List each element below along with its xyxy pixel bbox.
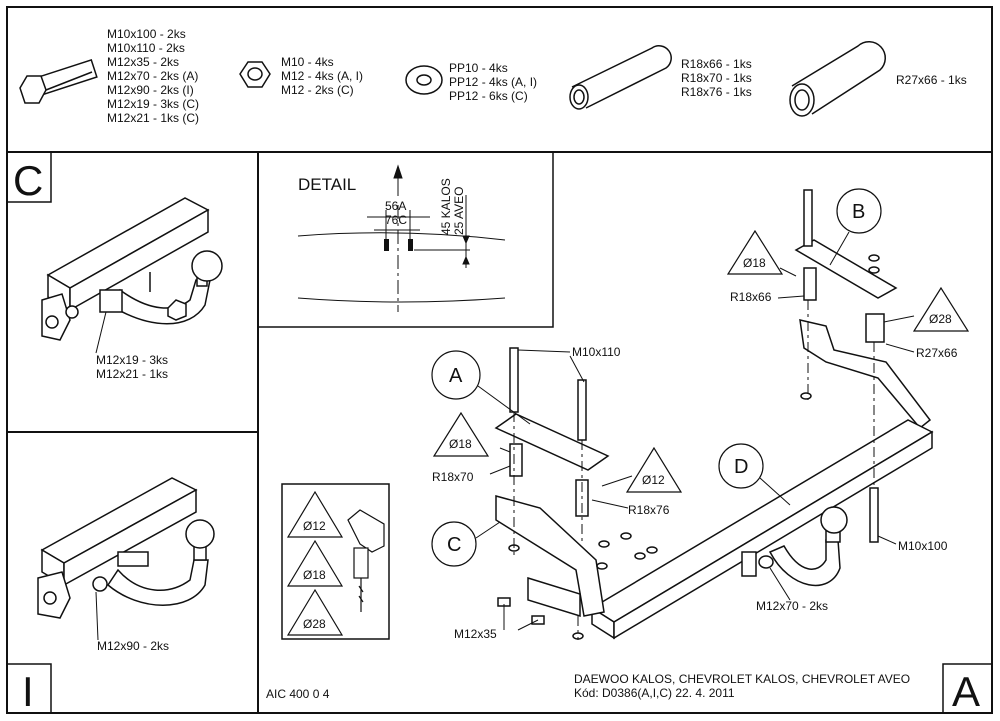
tow-bar-c-drawing [41,197,223,341]
panel-i-label: M12x90 - 2ks [97,639,169,653]
sleeve-list-item: R18x76 - 1ks [681,85,752,99]
small-sleeve-icon [569,45,672,110]
panel-c-label: M12x19 - 3ks [96,353,168,367]
panel-c-leader [95,311,107,354]
detail-dim-76c: 76C [385,213,407,227]
hole-size-label: Ø28 [929,312,952,326]
bolt-list-item: M10x100 - 2ks [107,27,186,41]
bolt-list-item: M10x110 - 2ks [107,41,185,55]
hole-size-triangle [432,411,490,457]
callout-letter-c: C [447,534,461,556]
hole-size-label: Ø12 [642,473,665,487]
drill-icon [347,509,385,612]
main-assembly-centerlines [513,300,875,640]
detail-drawing [297,164,506,312]
detail-dim-aveo: 25 AVEO [452,187,466,235]
detail-title: DETAIL [298,175,356,194]
bolt-list-item: M12x21 - 1ks (C) [107,111,199,125]
callout-letter-b: B [852,201,865,223]
drill-size-triangle [286,490,344,538]
washer-list-item: PP10 - 4ks [449,61,508,75]
label-r18x66: R18x66 [730,290,772,304]
label-r18x70: R18x70 [432,470,474,484]
callout-circle-a [431,350,481,400]
main-tow-bar-drawing [494,189,934,640]
sleeve-list-item: R18x70 - 1ks [681,71,752,85]
drill-size-label: Ø12 [303,519,326,533]
label-r27x66: R27x66 [916,346,958,360]
main-letter-box [942,663,993,714]
callout-leaders [475,231,915,631]
panel-i-leader [95,591,99,641]
part-code-date: Kód: D0386(A,I,C) 22. 4. 2011 [574,686,735,700]
main-letter: A [952,668,980,715]
nut-list-item: M10 - 4ks [281,55,334,69]
drill-size-label: Ø28 [303,617,326,631]
washer-list-item: PP12 - 4ks (A, I) [449,75,537,89]
callout-circle-b [836,188,882,234]
label-m10x100: M10x100 [898,539,948,553]
panel-i-letter-box [6,663,52,714]
bolt-list-item: M12x90 - 2ks (I) [107,83,194,97]
washer-icon [405,65,443,95]
detail-mark [384,239,389,251]
large-sleeve-icon [789,40,887,117]
drill-size-label: Ø18 [303,568,326,582]
nut-icon [239,61,271,88]
bolt-list-item: M12x70 - 2ks (A) [107,69,198,83]
detail-dim-kalos: 45 KALOS [439,178,453,235]
callout-letter-a: A [449,365,463,387]
hole-size-triangle [625,446,683,493]
bolt-list-item: M12x19 - 3ks (C) [107,97,199,111]
sleeve-list-item: R18x66 - 1ks [681,57,752,71]
nut-list-item: M12 - 2ks (C) [281,83,354,97]
hole-size-label: Ø18 [743,256,766,270]
drill-size-triangle [286,539,344,587]
bolt-list-item: M12x35 - 2ks [107,55,179,69]
label-m12x35: M12x35 [454,627,497,641]
callout-circle-d [718,443,764,489]
washer-list-item: PP12 - 6ks (C) [449,89,528,103]
detail-box [258,152,554,328]
panel-c-letter: C [13,157,43,204]
panel-c-letter-box [6,151,52,203]
panel-c-label: M12x21 - 1ks [96,367,168,381]
callout-letter-d: D [734,456,748,478]
drill-size-triangle [286,588,344,636]
label-m10x110: M10x110 [572,345,621,359]
bolt-icon [19,58,98,104]
callout-circle-c [431,521,477,567]
detail-mark [408,239,413,251]
panel-i-letter: I [22,668,34,715]
tow-bar-i-drawing [37,477,215,619]
large-sleeve-label: R27x66 - 1ks [896,73,967,87]
nut-list-item: M12 - 4ks (A, I) [281,69,363,83]
hole-size-triangle [912,286,970,332]
outer-frame [6,6,993,714]
label-r18x76: R18x76 [628,503,670,517]
detail-dim-56a: 56A [385,199,406,213]
hole-size-triangle [726,229,784,275]
label-m12x70: M12x70 - 2ks [756,599,828,613]
drawing-code: AIC 400 0 4 [266,687,330,701]
drill-box [281,483,390,640]
hole-size-label: Ø18 [449,437,472,451]
vehicle-list: DAEWOO KALOS, CHEVROLET KALOS, CHEVROLET… [574,672,910,686]
